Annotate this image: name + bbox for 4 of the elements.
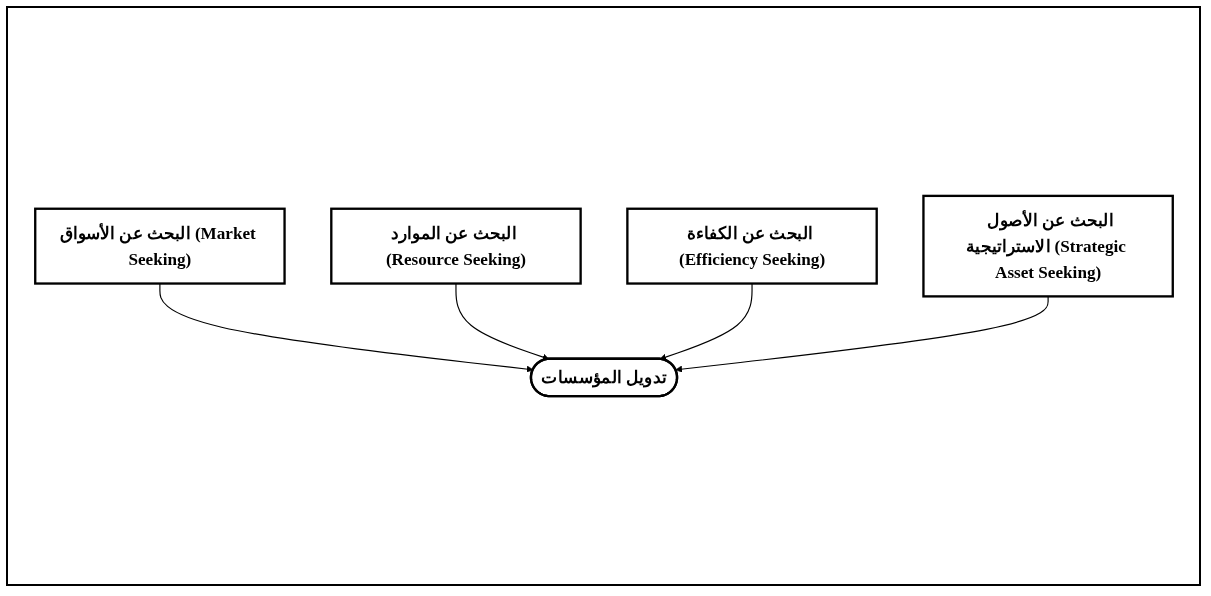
node-box: البحث عن الكفاءة (Efficiency Seeking) — [625, 207, 878, 285]
node-box: البحث عن الموارد (Resource Seeking) — [329, 207, 582, 285]
node-box: البحث عن الأسواق (Market Seeking) — [33, 207, 286, 285]
node-box: البحث عن الأصول الاستراتيجية (Strategic Asset Seeking) — [921, 194, 1174, 298]
